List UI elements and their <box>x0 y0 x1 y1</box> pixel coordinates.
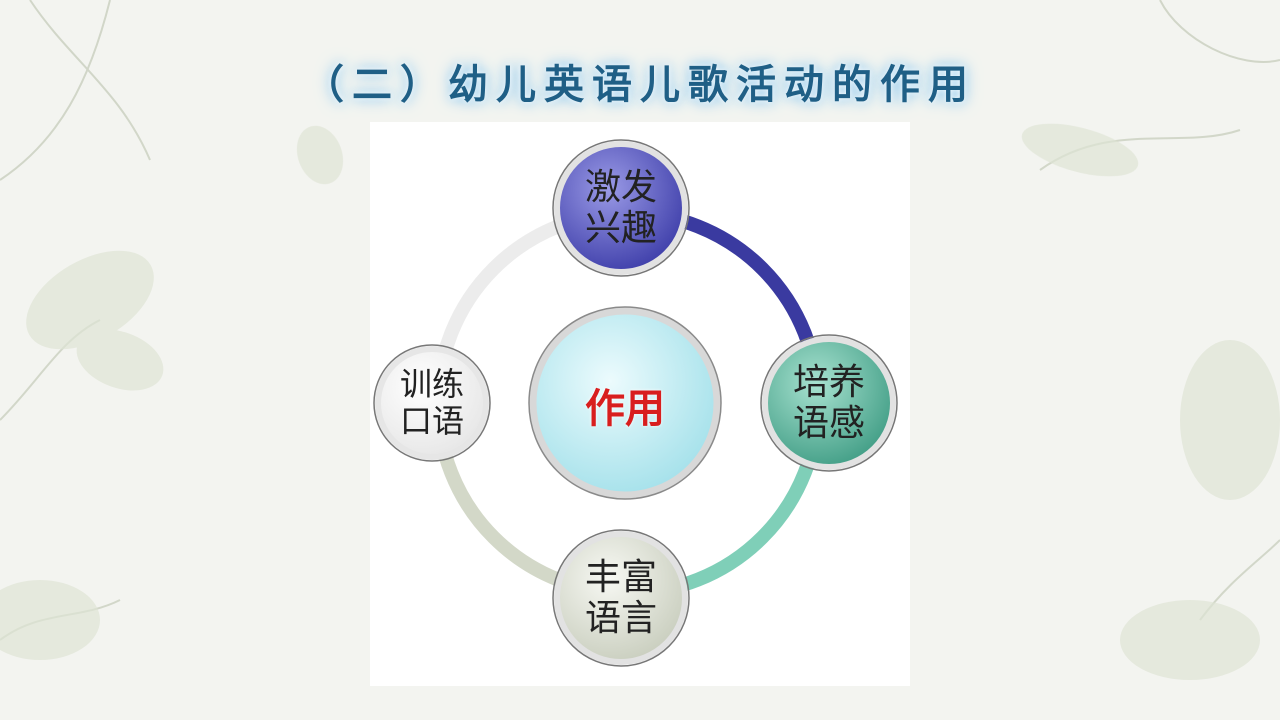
node-circle-right <box>762 336 896 470</box>
node-right-line2: 语感 <box>792 403 865 444</box>
bird-right <box>1021 123 1139 177</box>
node-label-right: 培养 语感 <box>769 348 889 458</box>
node-circle-bottom <box>554 531 688 665</box>
node-label-left: 训练 口语 <box>377 353 487 453</box>
node-right-line1: 培养 <box>792 361 865 403</box>
node-label-bottom: 丰富 语言 <box>561 543 681 653</box>
node-bottom-line1: 丰富 <box>584 556 657 598</box>
node-circle-top <box>554 141 688 275</box>
center-label: 作用 <box>585 386 665 432</box>
butterfly-left <box>26 250 154 350</box>
vine-left <box>0 0 111 181</box>
node-left-line2: 口语 <box>399 402 464 440</box>
butterfly-small <box>296 125 344 185</box>
slide-title: （二）幼儿英语儿歌活动的作用 <box>304 62 976 108</box>
node-bottom-line2: 语言 <box>584 598 657 639</box>
node-circle-left <box>375 346 489 460</box>
node-top-line2: 兴趣 <box>584 208 657 249</box>
node-left-line1: 训练 <box>399 365 464 404</box>
node-label-top: 激发 兴趣 <box>561 153 681 263</box>
node-top-line1: 激发 <box>584 166 657 208</box>
center-circle <box>529 307 721 499</box>
